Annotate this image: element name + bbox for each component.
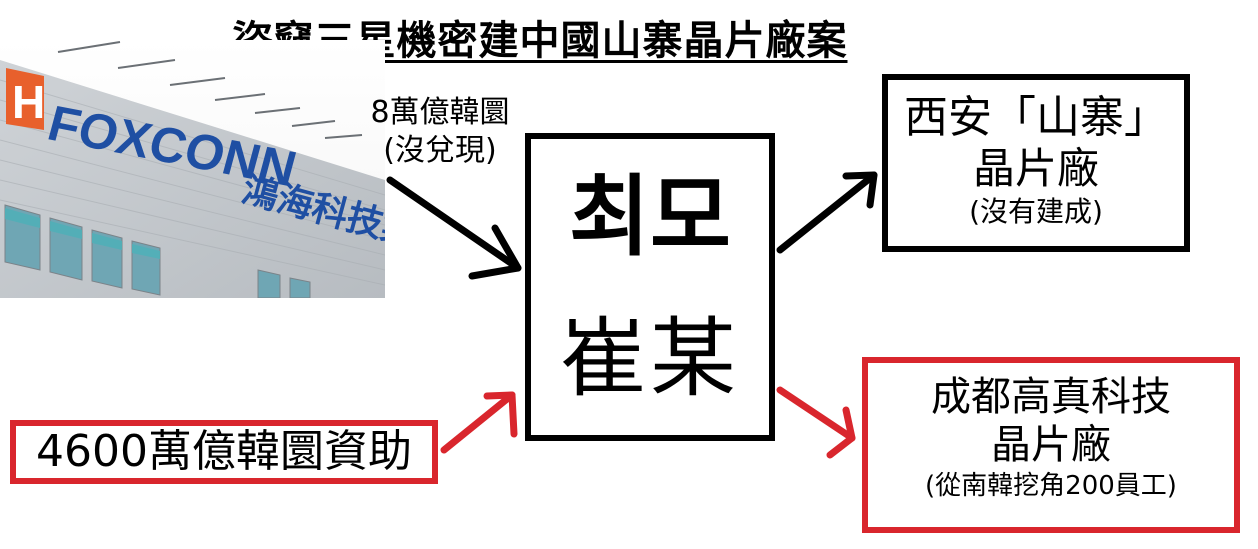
source-amount-line2: (沒兌現) <box>383 133 497 168</box>
xian-factory-box: 西安「山寨」 晶片廠 (沒有建成) <box>882 74 1190 252</box>
foxconn-building-photo: H FOXCONN 鴻海科技集團 <box>0 40 385 298</box>
chengdu-factory-line2: 晶片廠 <box>991 422 1111 468</box>
arrow-suspect-to-xian <box>776 171 878 254</box>
arrow-photo-to-suspect <box>386 176 522 280</box>
xian-factory-line2: 晶片廠 <box>972 144 1099 193</box>
funding-box: 4600萬億韓圜資助 <box>10 420 438 484</box>
chengdu-factory-line1: 成都高真科技 <box>931 374 1171 420</box>
suspect-chinese-name: 崔某 <box>560 309 740 409</box>
xian-factory-line1: 西安「山寨」 <box>904 92 1168 143</box>
xian-factory-line3: (沒有建成) <box>969 195 1103 228</box>
foxconn-logo-mark: H <box>6 68 45 130</box>
suspect-korean-name: 최모 <box>569 165 731 268</box>
arrow-funding-to-suspect <box>440 391 518 454</box>
source-amount-line1: 8萬億韓圜 <box>370 95 510 130</box>
arrow-suspect-to-chengdu <box>776 386 856 459</box>
suspect-box: 최모 崔某 <box>525 133 775 441</box>
chengdu-factory-line3: (從南韓挖角200員工) <box>925 471 1177 501</box>
svg-text:H: H <box>12 76 45 128</box>
source-amount-label: 8萬億韓圜 (沒兌現) <box>340 94 540 170</box>
chengdu-factory-box: 成都高真科技 晶片廠 (從南韓挖角200員工) <box>862 357 1240 533</box>
